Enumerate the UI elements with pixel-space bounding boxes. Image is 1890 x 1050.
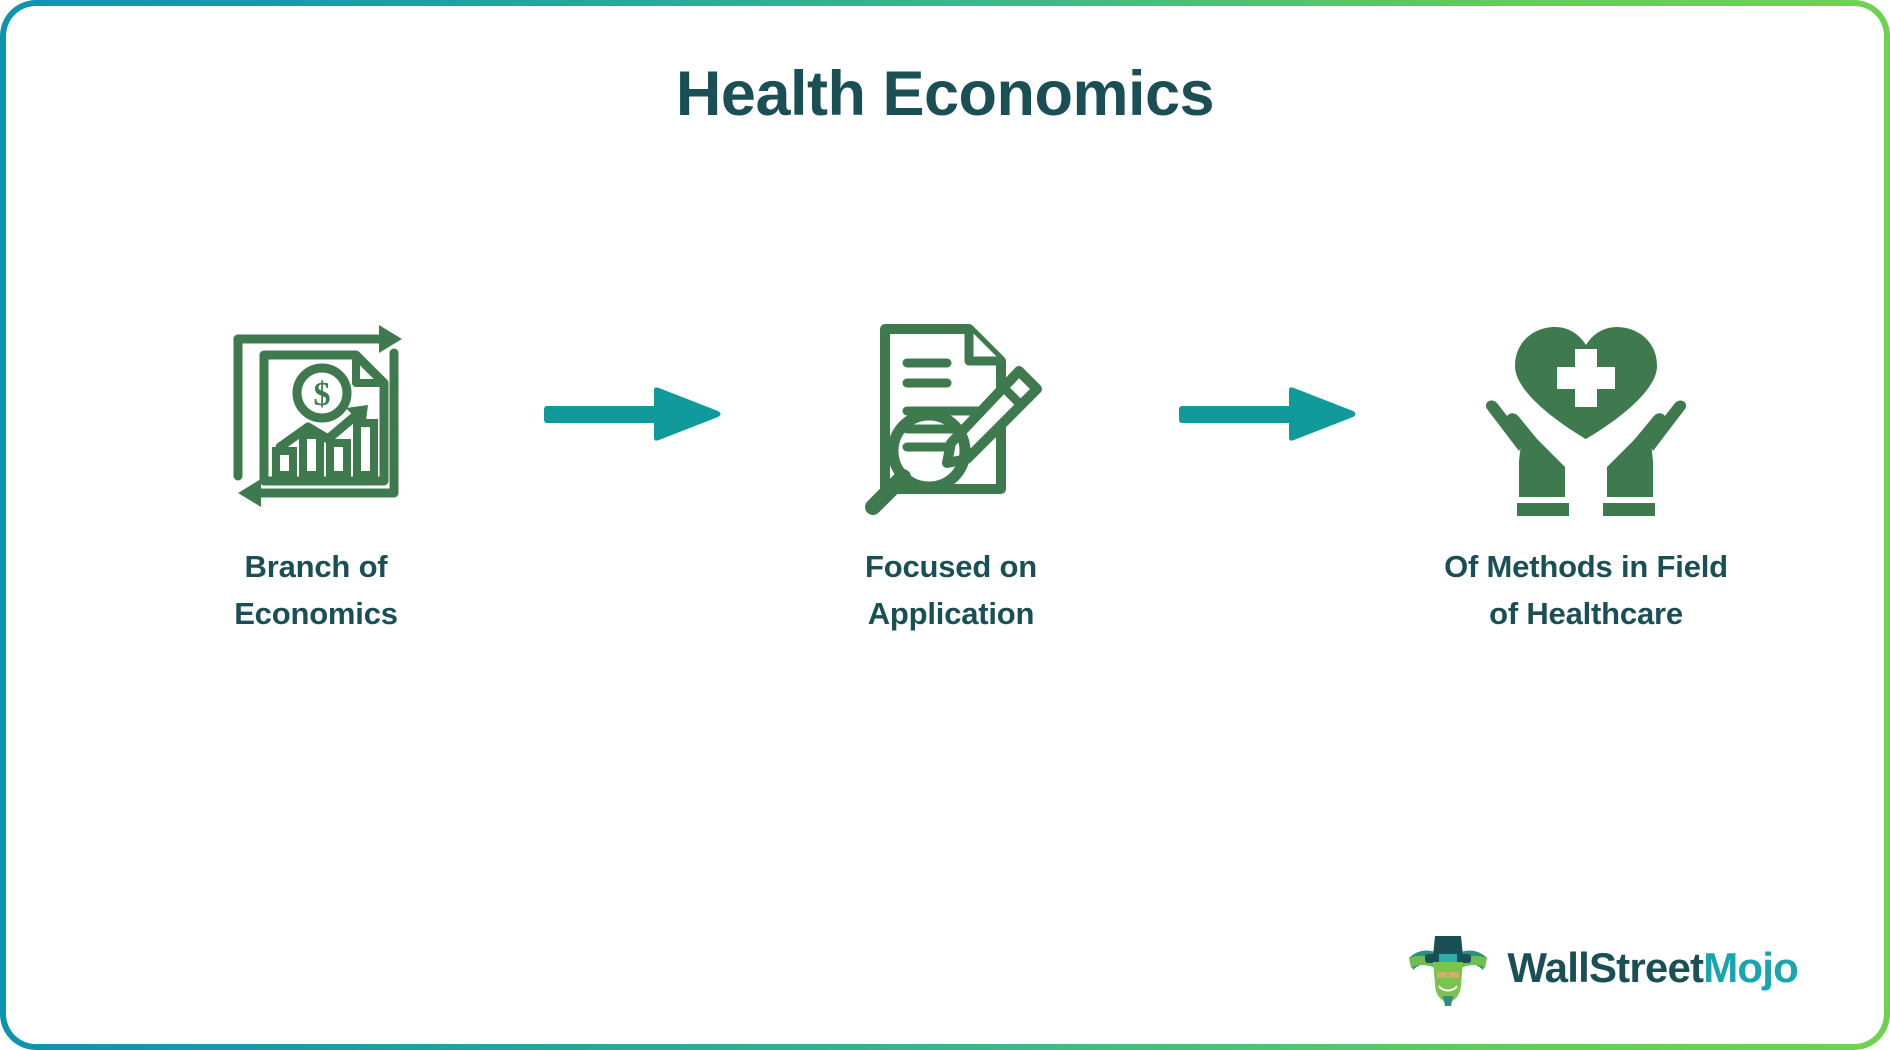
page-title: Health Economics [675,59,1215,129]
logo-word-accent: Mojo [1703,944,1799,991]
flow-diagram: $ Branch of Economics [146,306,1756,637]
flow-step-1-label: Branch of Economics [234,549,398,632]
arrow-right-icon [543,386,720,441]
brand-logo[interactable]: WallStreetMojo [1405,930,1799,1006]
coin-circle [292,363,352,423]
flow-connector-1 [534,306,734,521]
cycle-arrowhead-bottom [238,479,261,507]
document-outline [259,350,389,486]
infographic-canvas: Health Economics [6,6,1884,1044]
flow-step-3-icon-slot [1481,306,1691,521]
hands-holding-heart-cross-icon [1485,327,1687,516]
magnifier-icon [865,409,971,515]
logo-word-primary: WallStreet [1507,944,1704,991]
bar-1 [272,447,297,479]
dollar-sign: $ [314,376,331,413]
arrow-right-icon [1178,386,1355,441]
cycle-arrowhead-top [379,325,402,353]
right-wrist [1603,503,1655,516]
medical-cross [1557,349,1615,407]
right-hand [1607,400,1687,497]
left-hand [1485,400,1565,497]
flow-step-1-icon-slot: $ [216,306,416,521]
flow-connector-2 [1169,306,1369,521]
flow-step-2-label: Focused on Application [865,549,1037,632]
flow-step-3: Of Methods in Field of Healthcare [1416,306,1756,637]
flow-step-1: $ Branch of Economics [146,306,486,637]
document-money-chart-cycle-icon: $ [233,325,402,507]
bar-3 [326,439,351,479]
flow-step-2: Focused on Application [781,306,1121,637]
flow-step-3-label: Of Methods in Field of Healthcare [1444,549,1728,632]
left-wrist [1517,503,1569,516]
bar-4 [353,419,378,479]
document-fold-corner [352,355,384,387]
bar-2 [299,431,324,479]
document-magnifier-pen-icon [865,324,1042,515]
wallstreetmojo-bull-icon [1409,936,1488,1006]
flow-step-2-icon-slot [851,306,1051,521]
document-fold-corner [964,329,1001,366]
logo-wordmark: WallStreetMojo [1507,944,1798,992]
